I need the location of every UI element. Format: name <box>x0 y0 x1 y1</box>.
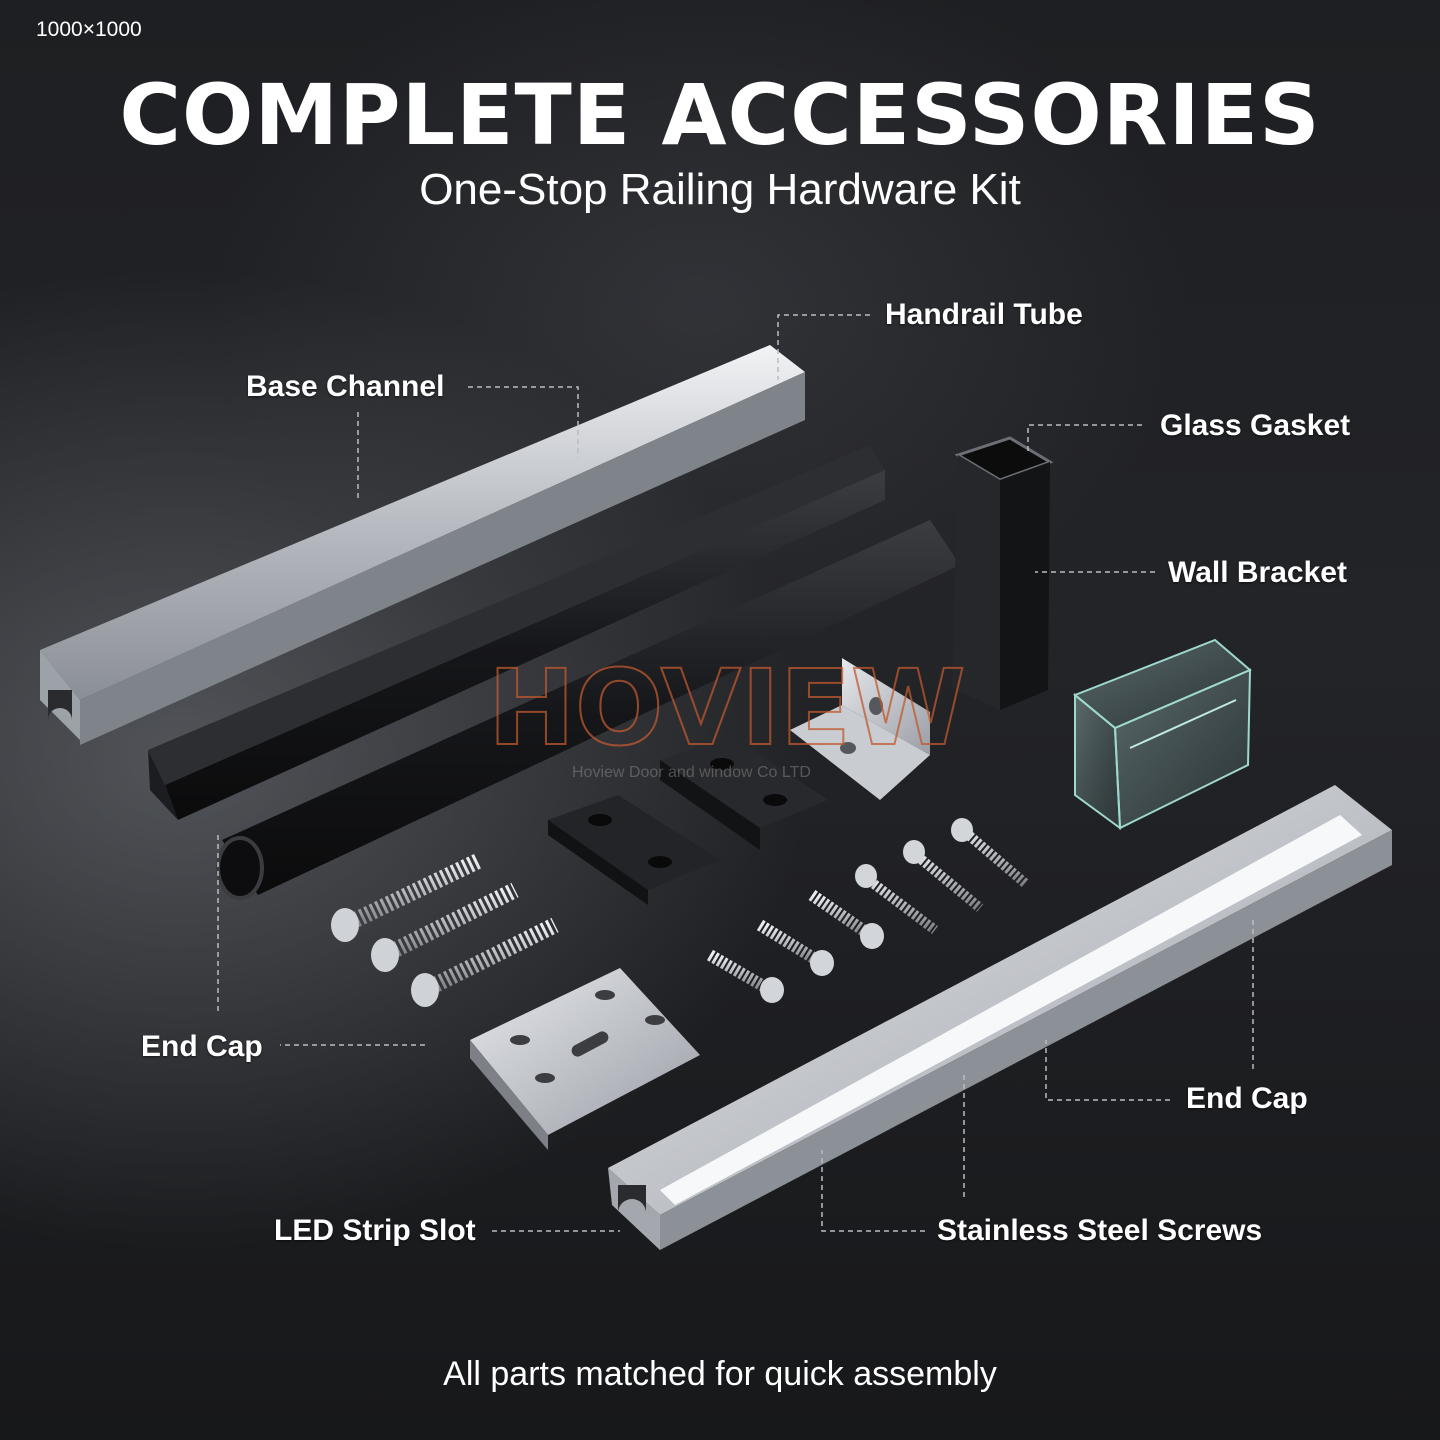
base-channel-profile <box>40 345 805 745</box>
black-clips <box>548 735 828 905</box>
label-wall-bracket: Wall Bracket <box>1168 556 1347 589</box>
small-screws <box>706 818 1030 1003</box>
flat-plate <box>470 968 700 1150</box>
l-bracket <box>790 658 930 800</box>
watermark-company: Hoview Door and window Co LTD <box>572 764 811 781</box>
page-subtitle: One-Stop Railing Hardware Kit <box>419 165 1021 214</box>
black-channel-profile <box>148 445 885 820</box>
label-base-channel: Base Channel <box>246 370 445 403</box>
watermark-logo: HOVIEW <box>488 647 966 769</box>
label-stainless-steel-screws: Stainless Steel Screws <box>937 1214 1263 1247</box>
led-profile <box>608 785 1392 1250</box>
label-led-strip-slot: LED Strip Slot <box>274 1214 476 1247</box>
glass-gasket-block <box>1073 638 1252 831</box>
page-title: COMPLETE ACCESSORIES <box>119 66 1321 164</box>
label-end-cap-right: End Cap <box>1186 1082 1308 1115</box>
label-handrail-tube: Handrail Tube <box>885 298 1083 331</box>
canvas-size-label: 1000×1000 <box>36 18 142 41</box>
label-end-cap-left: End Cap <box>141 1030 263 1063</box>
long-screws <box>331 852 559 1007</box>
square-post <box>952 436 1054 710</box>
black-round-tube <box>216 520 960 900</box>
label-glass-gasket: Glass Gasket <box>1160 409 1351 442</box>
footer-caption: All parts matched for quick assembly <box>443 1355 997 1393</box>
leader-lines <box>217 314 1254 1232</box>
